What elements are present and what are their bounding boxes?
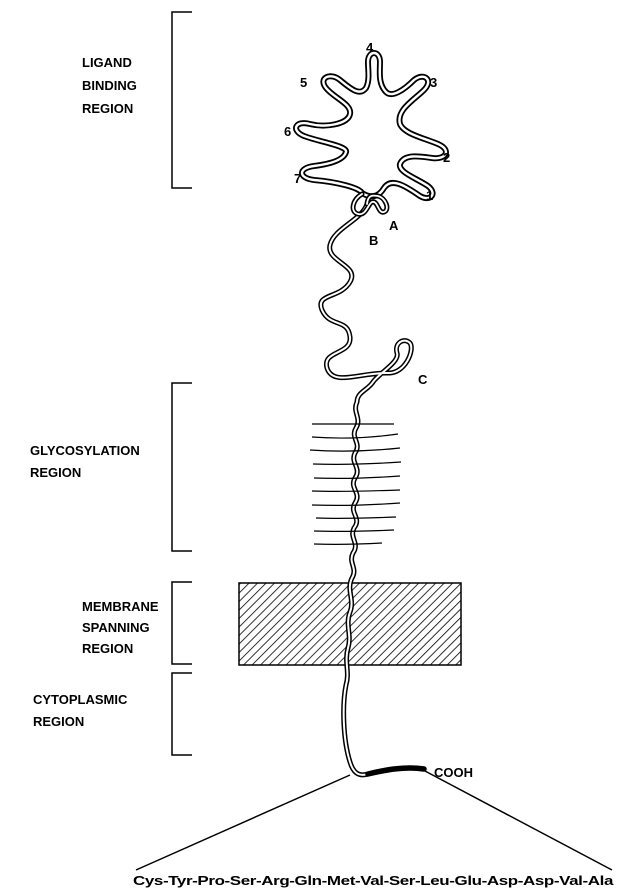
cytoplasmic-line-2: REGION <box>33 714 84 729</box>
membrane-line-2: SPANNING <box>82 620 150 635</box>
repeat-label-2: 2 <box>443 150 450 165</box>
glycosylation-region-label: GLYCOSYLATION REGION <box>30 443 143 480</box>
repeat-label-6: 6 <box>284 124 291 139</box>
glycosylation-line-1: GLYCOSYLATION <box>30 443 140 458</box>
ligand-bracket <box>172 12 192 188</box>
repeat-label-5: 5 <box>300 75 307 90</box>
expansion-line-right <box>425 771 612 870</box>
repeat-label-B: B <box>369 233 378 248</box>
repeat-label-C: C <box>418 372 428 387</box>
membrane-line-3: REGION <box>82 641 133 656</box>
repeat-label-4: 4 <box>366 40 374 55</box>
glycosylation-bracket <box>172 383 192 551</box>
cytoplasmic-sequence: Cys-Tyr-Pro-Ser-Arg-Gln-Met-Val-Ser-Leu-… <box>133 873 614 888</box>
cooh-tail <box>368 768 424 774</box>
membrane-bracket <box>172 582 192 664</box>
membrane-line-1: MEMBRANE <box>82 599 159 614</box>
cooh-label: COOH <box>434 765 473 780</box>
glycosylation-line-2: REGION <box>30 465 81 480</box>
chain-outline <box>321 204 412 775</box>
loop-inner <box>353 194 387 214</box>
loops-a-b <box>353 194 387 214</box>
sugar-chain <box>314 543 382 544</box>
chain-inner <box>321 204 412 775</box>
cytoplasmic-region-label: CYTOPLASMIC REGION <box>33 692 131 729</box>
repeat-label-7: 7 <box>294 171 301 186</box>
expansion-line-left <box>136 775 350 870</box>
cytoplasmic-line-1: CYTOPLASMIC <box>33 692 128 707</box>
membrane-region-label: MEMBRANE SPANNING REGION <box>82 599 162 656</box>
ligand-binding-star <box>296 53 446 198</box>
repeat-label-3: 3 <box>430 75 437 90</box>
ligand-region-label: LIGAND BINDING REGION <box>82 55 141 116</box>
ligand-line-3: REGION <box>82 101 133 116</box>
ligand-line-1: LIGAND <box>82 55 132 70</box>
cytoplasmic-bracket <box>172 673 192 755</box>
repeat-label-1: 1 <box>426 188 433 203</box>
ligand-line-2: BINDING <box>82 78 137 93</box>
repeat-label-A: A <box>389 218 399 233</box>
protein-chain <box>321 204 424 775</box>
